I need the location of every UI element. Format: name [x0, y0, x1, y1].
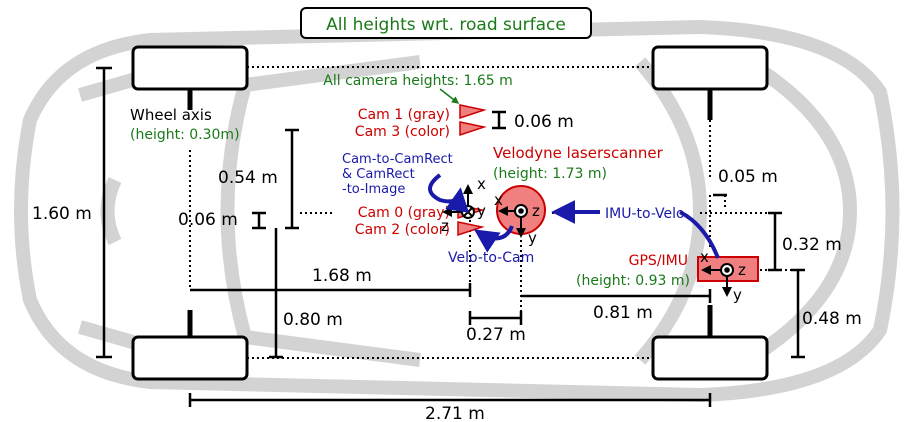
gps-height: (height: 0.93 m): [576, 273, 690, 289]
dim-velo-to-gps-forward: 0.81 m: [593, 303, 653, 323]
gps-axis-z: z: [738, 261, 746, 279]
camera-height-note: All camera heights: 1.65 m: [323, 73, 512, 89]
cam-axis-z: z: [441, 217, 449, 235]
cam-to-camrect-line2: & CamRect: [342, 167, 415, 182]
velo-to-cam-arrow: [474, 225, 514, 253]
velo-axis-x: x: [494, 191, 503, 209]
cam1-label: Cam 1 (gray): [358, 107, 450, 123]
velo-coordinate-frame: [498, 204, 528, 238]
dim-velo-to-front-axle: 1.68 m: [312, 266, 372, 286]
cam2-label: Cam 2 (color): [355, 222, 450, 238]
title: All heights wrt. road surface: [326, 15, 566, 35]
gps-coordinate-frame: [701, 263, 734, 297]
dim-gps-lateral: 0.32 m: [782, 235, 842, 255]
cam-axis-x: x: [477, 175, 486, 193]
dim-gps-to-side: 0.48 m: [802, 309, 862, 329]
title-box: All heights wrt. road surface: [300, 7, 592, 39]
cam-to-camrect-arrow: [428, 173, 469, 213]
dim-cam0-lateral: 0.80 m: [283, 310, 343, 330]
wheel-front-left: [651, 45, 769, 91]
wheel-axis-label: Wheel axis: [130, 106, 212, 124]
cam-to-camrect-line1: Cam-to-CamRect: [342, 152, 453, 167]
imu-to-velo-arrow-tail: [679, 210, 720, 259]
velo-axis-y: y: [528, 229, 537, 247]
cam-axis-y: y: [477, 202, 486, 220]
cam-gap-marker: [492, 110, 506, 130]
cam3-label: Cam 3 (color): [355, 124, 450, 140]
dim-cam-vertical-gap-left: 0.06 m: [178, 210, 238, 230]
velodyne-height: (height: 1.73 m): [493, 166, 607, 182]
camera-height-arrow: [439, 88, 460, 104]
gps-axis-y: y: [733, 286, 742, 304]
gps-axis-x: x: [700, 248, 709, 266]
dim-wheelbase: 2.71 m: [425, 404, 485, 422]
cam0-label: Cam 0 (gray): [358, 205, 450, 221]
dim-cam-to-velo-lateral: 0.54 m: [218, 168, 278, 188]
imu-to-velo-label: IMU-to-Velo: [605, 206, 685, 222]
wheel-rear-left: [131, 45, 249, 91]
wheel-front-right: [651, 335, 769, 381]
axle-dotted: [189, 66, 798, 359]
gps-label: GPS/IMU: [629, 253, 688, 269]
dim-cam-to-velo-forward: 0.27 m: [466, 325, 526, 345]
velodyne-label: Velodyne laserscanner: [493, 144, 664, 162]
velo-to-cam-label: Velo-to-Cam: [448, 250, 534, 266]
dim-gps-offset: 0.05 m: [718, 167, 778, 187]
velo-axis-z: z: [532, 202, 540, 220]
dim-wheelbase-width: 1.60 m: [32, 204, 92, 224]
wheel-axis-height: (height: 0.30m): [130, 127, 240, 143]
wheel-rear-right: [131, 335, 249, 381]
dim-cam-vertical-gap: 0.06 m: [514, 112, 574, 132]
cam-to-camrect-line3: -to-Image: [342, 182, 405, 197]
dimension-lines: [96, 66, 805, 407]
car-outline: [14, 20, 900, 402]
cam-pair-top: [459, 104, 487, 137]
axle-stubs: [187, 89, 713, 337]
